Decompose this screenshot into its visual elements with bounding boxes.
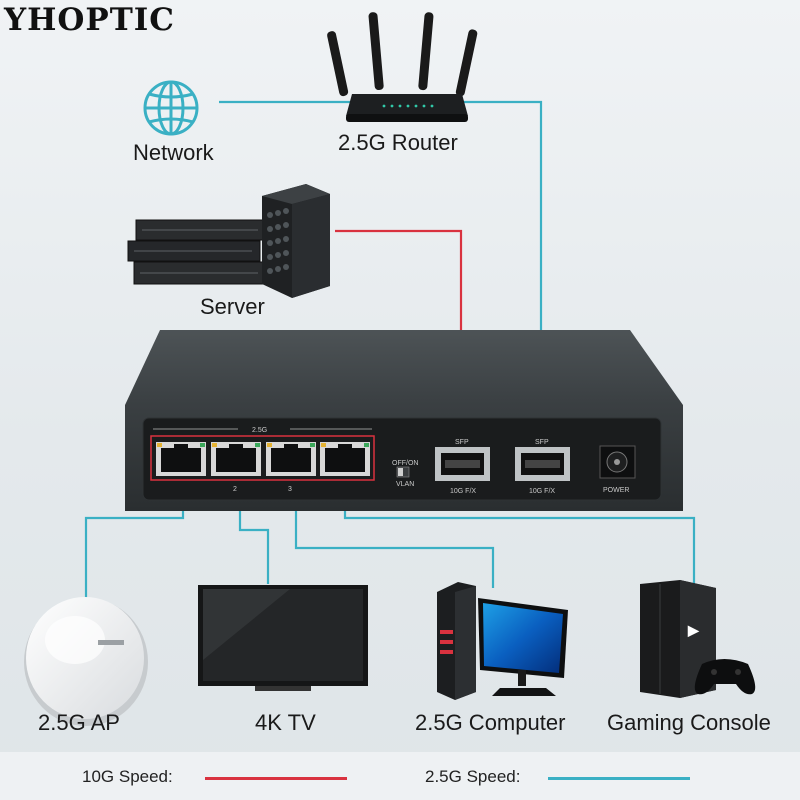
rj45-ports bbox=[156, 442, 370, 476]
network-globe-icon bbox=[143, 80, 199, 136]
vlan-switch-top-label: OFF/ON bbox=[392, 460, 418, 467]
switch-device bbox=[125, 330, 683, 511]
line-router-sfp2 bbox=[454, 100, 543, 438]
sfp1-top-label: SFP bbox=[455, 439, 469, 446]
sfp1-label: 10G F/X bbox=[450, 488, 476, 495]
computer-label: 2.5G Computer bbox=[415, 710, 566, 735]
legend-10g-line bbox=[205, 777, 347, 780]
console-label: Gaming Console bbox=[607, 710, 771, 735]
access-point-device bbox=[24, 597, 148, 726]
server-label: Server bbox=[200, 294, 265, 319]
router-label: 2.5G Router bbox=[338, 130, 458, 155]
router-device bbox=[327, 12, 478, 122]
legend-25g-label: 2.5G Speed: bbox=[425, 767, 521, 786]
tv-device bbox=[198, 585, 368, 691]
sfp2-label: 10G F/X bbox=[529, 488, 555, 495]
tv-label: 4K TV bbox=[255, 710, 316, 735]
legend: 10G Speed: 2.5G Speed: bbox=[0, 752, 800, 800]
port-number-3: 3 bbox=[288, 486, 292, 493]
port-group-label: 2.5G bbox=[252, 427, 267, 434]
server-device bbox=[127, 184, 330, 298]
sfp-ports bbox=[435, 447, 570, 481]
network-label: Network bbox=[133, 140, 214, 165]
brand-logo: YHOPTIC bbox=[4, 2, 175, 38]
vlan-switch-bottom-label: VLAN bbox=[396, 481, 414, 488]
legend-25g-line bbox=[548, 777, 690, 780]
console-device: ▶ bbox=[640, 580, 756, 698]
computer-device bbox=[437, 582, 568, 700]
svg-text:▶: ▶ bbox=[687, 622, 700, 638]
sfp2-top-label: SFP bbox=[535, 439, 549, 446]
port-number-2: 2 bbox=[233, 486, 237, 493]
power-label: POWER bbox=[603, 487, 629, 494]
ap-label: 2.5G AP bbox=[38, 710, 120, 735]
legend-10g-label: 10G Speed: bbox=[82, 767, 173, 786]
